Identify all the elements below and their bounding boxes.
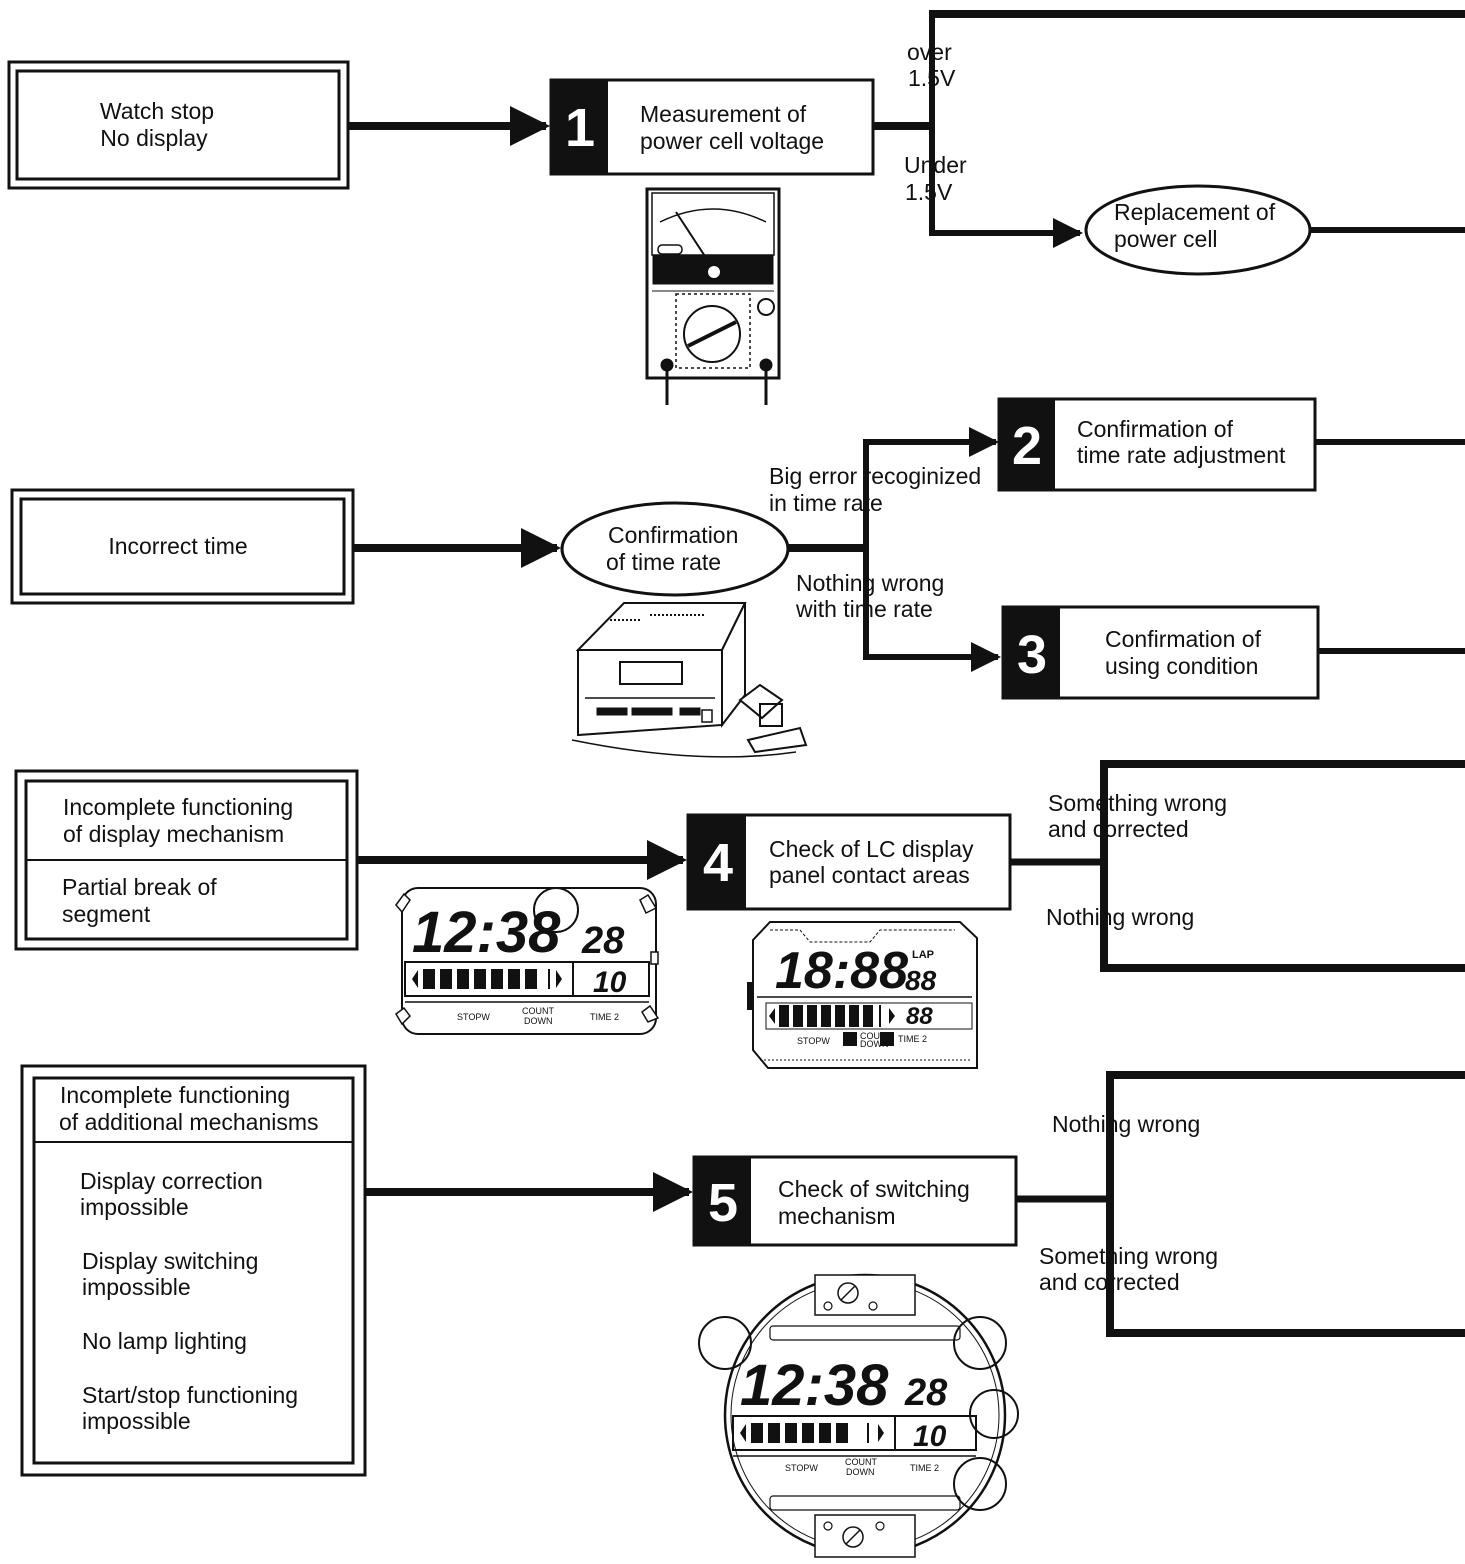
step-4-label-line-2: panel contact areas [769, 862, 970, 888]
big-error-line-1: Big error recoginized [769, 463, 981, 489]
symptom-incorrect-time: Incorrect time [10, 488, 355, 605]
symptom-watch-stop: Watch stop No display [7, 60, 350, 190]
something-wrong-4-line-1: Something wrong [1048, 790, 1227, 816]
step-4-number: 4 [703, 833, 733, 893]
step-4-label-line-1: Check of LC display [769, 836, 974, 862]
something-wrong-5-line-1: Something wrong [1039, 1243, 1218, 1269]
additional-item-4-line-1: Start/stop functioning [82, 1382, 298, 1408]
time-rate-oval-line-1: Confirmation [608, 522, 738, 548]
movement-stopw: STOPW [785, 1463, 818, 1473]
movement-secs: 28 [904, 1372, 948, 1414]
step-2-number: 2 [1012, 416, 1042, 476]
movement-down: DOWN [846, 1467, 875, 1477]
display-a-stopw: STOPW [457, 1012, 490, 1022]
confirmation-time-rate-oval: Confirmation of time rate [560, 501, 790, 597]
panel-time: 18:88 [775, 942, 908, 1000]
under-label-line-1: Under [904, 152, 967, 178]
display-a-small: 10 [593, 966, 627, 999]
display-mech-item-line-2: segment [62, 901, 151, 927]
big-error-line-2: in time rate [769, 490, 883, 516]
panel-down: DOWN [860, 1039, 889, 1049]
step-5-label-line-2: mechanism [778, 1203, 896, 1229]
additional-title-line-1: Incomplete functioning [60, 1082, 290, 1108]
symptom-display-mechanism: Incomplete functioning of display mechan… [14, 769, 359, 951]
step-3-number: 3 [1017, 625, 1047, 685]
display-mech-title-line-2: of display mechanism [63, 821, 284, 847]
under-label-line-2: 1.5V [905, 179, 953, 205]
additional-item-3-line-1: No lamp lighting [82, 1328, 247, 1354]
movement-time2: TIME 2 [910, 1463, 939, 1473]
step-4-branches [1010, 760, 1465, 972]
nothing-wrong-4-label: Nothing wrong [1046, 904, 1194, 930]
display-a-count: COUNT [522, 1006, 554, 1016]
step-2-box: 2 Confirmation of time rate adjustment [997, 397, 1317, 492]
step-1-label-line-1: Measurement of [640, 101, 807, 127]
replacement-line-1: Replacement of [1114, 199, 1276, 225]
watch-stop-line-1: Watch stop [100, 98, 214, 124]
step-4-box: 4 Check of LC display panel contact area… [686, 813, 1012, 911]
panel-count: COUNT [860, 1031, 892, 1041]
step-3-box: 3 Confirmation of using condition [1001, 605, 1320, 700]
panel-time2: TIME 2 [898, 1034, 927, 1044]
nothing-wrong-time-line-1: Nothing wrong [796, 570, 944, 596]
display-a-time2: TIME 2 [590, 1012, 619, 1022]
nothing-wrong-5-label: Nothing wrong [1052, 1111, 1200, 1137]
replacement-power-cell-oval: Replacement of power cell [1084, 184, 1312, 276]
step-1-box: 1 Measurement of power cell voltage [549, 78, 875, 176]
watch-movement-illustration: 12:38 28 10 STOPW COUNT DOWN TIME 2 [698, 1273, 1019, 1558]
panel-lap: LAP [912, 949, 934, 961]
step-5-box: 5 Check of switching mechanism [692, 1155, 1018, 1247]
something-wrong-5-line-2: and corrected [1039, 1269, 1180, 1295]
over-label-line-1: over [907, 39, 952, 65]
additional-item-2-line-1: Display switching [82, 1248, 258, 1274]
additional-item-1-line-2: impossible [80, 1194, 189, 1220]
step-1-number: 1 [565, 98, 595, 158]
movement-small: 10 [913, 1420, 947, 1453]
lc-panel-illustration: 18:88 LAP 88 88 STOPW COUNT DOWN TIME 2 [747, 921, 978, 1069]
watch-stop-line-2: No display [100, 125, 208, 151]
multimeter-illustration [645, 187, 781, 405]
additional-title-line-2: of additional mechanisms [59, 1109, 319, 1135]
additional-item-4-line-2: impossible [82, 1408, 191, 1434]
step-2-label-line-1: Confirmation of [1077, 416, 1234, 442]
display-a-down: DOWN [524, 1016, 553, 1026]
movement-count: COUNT [845, 1457, 877, 1467]
step-3-label-line-2: using condition [1105, 653, 1258, 679]
step-2-label-line-2: time rate adjustment [1077, 442, 1286, 468]
time-rate-oval-line-2: of time rate [606, 549, 721, 575]
step-1-label-line-2: power cell voltage [640, 128, 824, 154]
timing-machine-illustration [571, 602, 808, 758]
additional-item-1-line-1: Display correction [80, 1168, 263, 1194]
step-5-number: 5 [708, 1173, 738, 1233]
incorrect-time-label: Incorrect time [108, 533, 247, 559]
step-3-label-line-1: Confirmation of [1105, 626, 1262, 652]
display-a-time: 12:38 [412, 900, 561, 965]
step-5-label-line-1: Check of switching [778, 1176, 970, 1202]
over-label-line-2: 1.5V [908, 65, 956, 91]
replacement-line-2: power cell [1114, 226, 1218, 252]
display-mech-item-line-1: Partial break of [62, 874, 217, 900]
movement-time: 12:38 [740, 1353, 889, 1418]
additional-item-2-line-2: impossible [82, 1274, 191, 1300]
something-wrong-4-line-2: and corrected [1048, 816, 1189, 842]
panel-stopw: STOPW [797, 1036, 830, 1046]
nothing-wrong-time-line-2: with time rate [795, 596, 933, 622]
step-5-branches [1016, 1071, 1465, 1337]
panel-secs: 88 [905, 965, 937, 996]
panel-small: 88 [906, 1003, 933, 1030]
display-a-secs: 28 [581, 920, 625, 962]
watch-display-illustration: 12:38 28 10 STOPW COUNT DOWN TIME 2 [395, 887, 660, 1035]
symptom-additional-mechanisms: Incomplete functioning of additional mec… [20, 1064, 367, 1477]
time-rate-branches [788, 427, 1001, 672]
display-mech-title-line-1: Incomplete functioning [63, 794, 293, 820]
step-1-branches [873, 10, 1465, 248]
